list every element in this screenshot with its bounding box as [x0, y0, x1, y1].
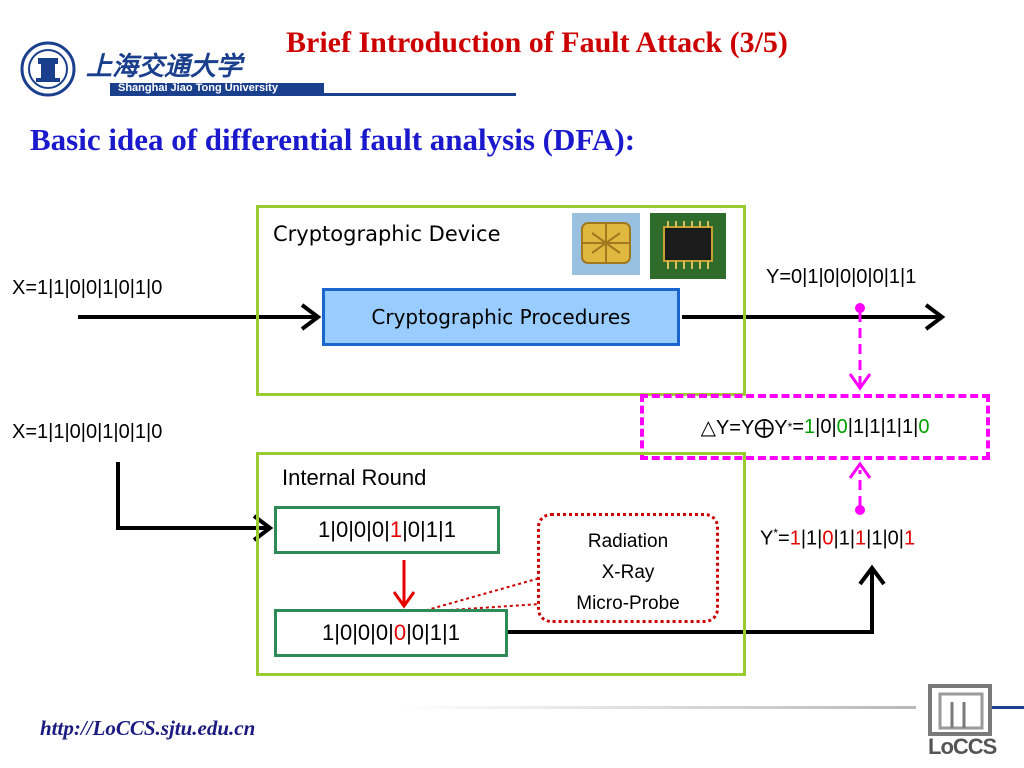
faulty-prefix: Y [760, 527, 774, 550]
bit-value: 0 [836, 415, 848, 438]
state-after-post: |0|1|1 [406, 620, 460, 645]
state-after-pre: 1|0|0|0| [322, 620, 394, 645]
state-before-pre: 1|0|0|0| [318, 517, 390, 542]
faulty-output-arrow [508, 570, 874, 634]
bit-separator: | [880, 415, 886, 438]
loccs-building-icon [928, 684, 992, 736]
delta-y-box: △Y=Y⨁Y*=1|0|0|1|1|1|1|0 [640, 394, 990, 460]
loccs-logo-text: LoCCS [928, 734, 997, 759]
fault-method-radiation: Radiation [587, 531, 669, 552]
delta-prefix: △Y=Y⨁Y [700, 416, 788, 439]
bit-value: 1 [806, 527, 818, 550]
bit-separator: | [898, 527, 904, 550]
state-after-fault: 1|0|0|0|0|0|1|1 [274, 609, 508, 657]
state-before-fault: 1|0|0|0|1|0|1|1 [274, 506, 500, 554]
loccs-logo: LoCCS [924, 682, 1000, 764]
bit-value: 1 [869, 415, 881, 438]
faulty-eq: = [778, 527, 790, 550]
faulty-star: * [773, 526, 779, 540]
bit-separator: | [800, 527, 807, 550]
university-cn-name: 上海交通大学 [86, 52, 243, 82]
bit-separator: | [817, 527, 823, 550]
state-before-post: |0|1|1 [402, 517, 456, 542]
bit-separator: | [847, 415, 853, 438]
cryptographic-procedures-box: Cryptographic Procedures [322, 288, 680, 346]
bit-separator: | [849, 527, 856, 550]
fault-method-callout: Radiation X-Ray Micro-Probe [537, 513, 719, 623]
input-arrow-bottom [116, 462, 270, 530]
bit-value: 0 [887, 527, 899, 550]
cryptographic-device-box [256, 205, 746, 396]
internal-round-label: Internal Round [282, 465, 427, 490]
faulty-bits: 1|1|0|1|1|1|0|1 [790, 528, 915, 550]
input-x-top: X=1|1|0|0|1|0|1|0 [12, 277, 163, 299]
output-y-faulty: Y*=1|1|0|1|1|1|0|1 [760, 526, 915, 551]
slide-title: Brief Introduction of Fault Attack (3/5) [286, 26, 788, 59]
bit-separator: | [815, 415, 821, 438]
bit-value: 1 [901, 415, 914, 438]
state-after-fault-bit: 0 [393, 620, 407, 645]
smartcard-chip-icon [572, 213, 640, 275]
bit-separator: | [896, 415, 902, 438]
bit-separator: | [864, 415, 870, 438]
bit-value: 1 [853, 415, 865, 438]
sjtu-logo: 上海交通大学 Shanghai Jiao Tong University [14, 40, 330, 100]
delta-eq: = [792, 415, 805, 438]
slide-subtitle: Basic idea of differential fault analysi… [30, 122, 636, 157]
bit-separator: | [831, 415, 837, 438]
delta-bits: 1|0|0|1|1|1|1|0 [804, 416, 929, 439]
bit-value: 0 [918, 415, 930, 438]
footer-rule [400, 706, 916, 709]
output-y-correct: Y=0|1|0|0|0|0|1|1 [766, 266, 917, 288]
device-label: Cryptographic Device [273, 222, 501, 246]
bit-value: 0 [820, 415, 832, 438]
bit-separator: | [866, 527, 872, 550]
delta-star: * [787, 420, 793, 434]
footer-rule-right [992, 706, 1024, 709]
bit-value: 1 [789, 527, 801, 550]
bit-separator: | [913, 415, 919, 438]
footer-url-link[interactable]: http://LoCCS.sjtu.edu.cn [40, 716, 256, 740]
fault-method-microprobe: Micro-Probe [576, 593, 680, 614]
university-en-name: Shanghai Jiao Tong University [118, 82, 278, 94]
fault-method-xray: X-Ray [601, 562, 655, 583]
internal-round-box [256, 452, 746, 676]
bit-value: 1 [904, 527, 916, 550]
bit-separator: | [833, 527, 839, 550]
state-before-fault-bit: 1 [389, 517, 403, 542]
bit-value: 1 [855, 527, 867, 550]
bit-separator: | [882, 527, 888, 550]
bit-value: 1 [871, 527, 883, 550]
header-rule [322, 93, 516, 96]
sjtu-emblem-icon [20, 41, 330, 97]
bit-value: 0 [822, 527, 834, 550]
input-x-bottom: X=1|1|0|0|1|0|1|0 [12, 421, 163, 443]
bit-value: 1 [885, 415, 897, 438]
bit-value: 1 [838, 527, 850, 550]
circuit-board-icon [650, 213, 726, 279]
bit-value: 1 [804, 415, 816, 438]
